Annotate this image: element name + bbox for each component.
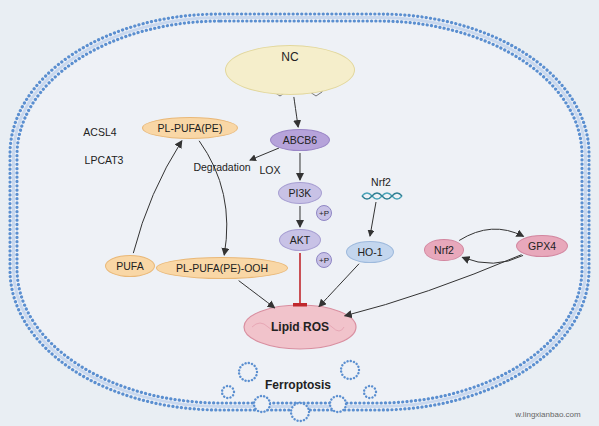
node-text: GPX4: [528, 240, 556, 252]
node-text: PI3K: [289, 187, 312, 199]
arrow-connector: [199, 141, 227, 255]
node-text: NC: [281, 50, 298, 64]
arrow-connector: [133, 141, 181, 253]
node-text: Nrf2: [434, 244, 454, 256]
node-text: HO-1: [357, 246, 382, 258]
protein-ellipse: ABCB6: [270, 129, 329, 151]
protein-ellipse: HO-1: [346, 241, 393, 263]
phospho-circle: +P: [316, 205, 332, 221]
arrow-connector: [299, 153, 300, 180]
node-text: AKT: [290, 234, 310, 246]
annotation-label: LOX: [259, 164, 280, 176]
protein-ellipse: AKT: [279, 229, 321, 251]
arrow-connector: [299, 206, 300, 227]
node-text: +P: [319, 209, 329, 218]
node-text: ABCB6: [283, 134, 317, 146]
arrow-connector: [294, 97, 298, 127]
watermark: w.lingxianbao.com: [515, 410, 580, 419]
protein-ellipse: GPX4: [516, 235, 567, 257]
node-text: PUFA: [116, 260, 143, 272]
annotation-label: Nrf2: [371, 176, 391, 188]
lipid-ellipse: PUFA: [105, 255, 155, 277]
arrow-connector: [239, 281, 275, 308]
node-text: PL-PUFA(PE)-OOH: [176, 262, 268, 274]
arrow-connector: [459, 229, 523, 240]
lipid-ellipse: PL-PUFA(PE)-OOH: [156, 257, 287, 279]
lipid-ellipse: PL-PUFA(PE): [142, 117, 239, 139]
arrow-connector: [319, 264, 359, 307]
drug-ellipse: NC: [225, 45, 355, 95]
arrow-connector: [462, 255, 523, 263]
node-text: Lipid ROS: [271, 320, 329, 334]
annotation-label: ACSL4: [83, 126, 116, 138]
phospho-circle: +P: [316, 252, 332, 268]
lipid-ros-node: Lipid ROS: [250, 307, 350, 347]
annotation-label: Ferroptosis: [265, 378, 331, 392]
inhibition-line: [299, 253, 301, 305]
arrow-connector: [345, 255, 522, 316]
annotation-label: LPCAT3: [85, 154, 124, 166]
protein-ellipse: Nrf2: [424, 239, 465, 261]
node-text: PL-PUFA(PE): [158, 122, 223, 134]
protein-ellipse: PI3K: [278, 182, 322, 204]
annotation-label: Degradation: [193, 161, 250, 173]
node-text: +P: [319, 256, 329, 265]
